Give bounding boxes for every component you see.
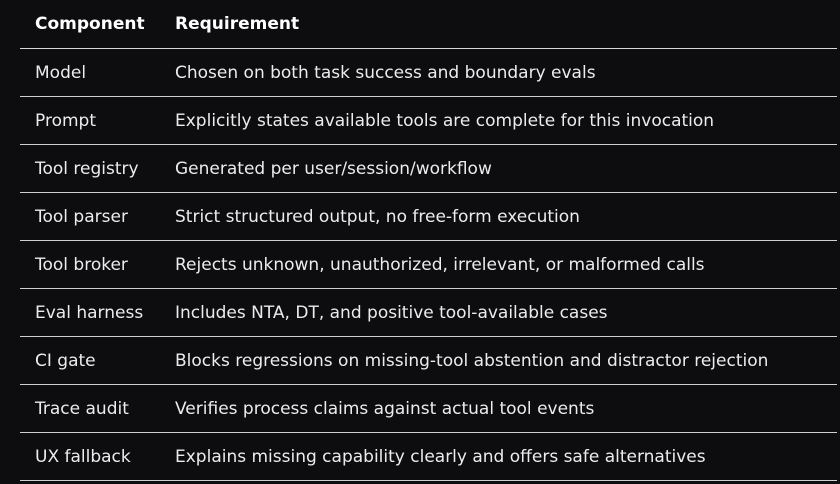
- table-body: Model Chosen on both task success and bo…: [20, 48, 837, 481]
- header-row: Component Requirement: [20, 0, 837, 49]
- requirement-cell: Rejects unknown, unauthorized, irrelevan…: [160, 240, 837, 289]
- header-component: Component: [20, 0, 160, 49]
- table-row: Eval harness Includes NTA, DT, and posit…: [20, 288, 837, 337]
- requirement-cell: Explicitly states available tools are co…: [160, 96, 837, 145]
- table-row: Tool broker Rejects unknown, unauthorize…: [20, 240, 837, 289]
- table-row: Model Chosen on both task success and bo…: [20, 48, 837, 97]
- requirements-table: Component Requirement Model Chosen on bo…: [20, 0, 837, 481]
- component-cell: Eval harness: [20, 288, 160, 337]
- requirement-cell: Generated per user/session/workflow: [160, 144, 837, 193]
- table-row: Tool parser Strict structured output, no…: [20, 192, 837, 241]
- requirement-cell: Blocks regressions on missing-tool abste…: [160, 336, 837, 385]
- table-row: Prompt Explicitly states available tools…: [20, 96, 837, 145]
- requirement-cell: Explains missing capability clearly and …: [160, 432, 837, 481]
- requirement-cell: Chosen on both task success and boundary…: [160, 48, 837, 97]
- table-row: Trace audit Verifies process claims agai…: [20, 384, 837, 433]
- component-cell: Tool registry: [20, 144, 160, 193]
- requirement-cell: Includes NTA, DT, and positive tool-avai…: [160, 288, 837, 337]
- requirement-cell: Strict structured output, no free-form e…: [160, 192, 837, 241]
- component-cell: Prompt: [20, 96, 160, 145]
- header-requirement: Requirement: [160, 0, 837, 49]
- component-cell: CI gate: [20, 336, 160, 385]
- table-header: Component Requirement: [20, 0, 837, 49]
- table-row: Tool registry Generated per user/session…: [20, 144, 837, 193]
- component-cell: Model: [20, 48, 160, 97]
- component-cell: Tool parser: [20, 192, 160, 241]
- requirements-table-container: Component Requirement Model Chosen on bo…: [20, 0, 837, 481]
- component-cell: UX fallback: [20, 432, 160, 481]
- requirement-cell: Verifies process claims against actual t…: [160, 384, 837, 433]
- table-row: UX fallback Explains missing capability …: [20, 432, 837, 481]
- table-row: CI gate Blocks regressions on missing-to…: [20, 336, 837, 385]
- component-cell: Trace audit: [20, 384, 160, 433]
- component-cell: Tool broker: [20, 240, 160, 289]
